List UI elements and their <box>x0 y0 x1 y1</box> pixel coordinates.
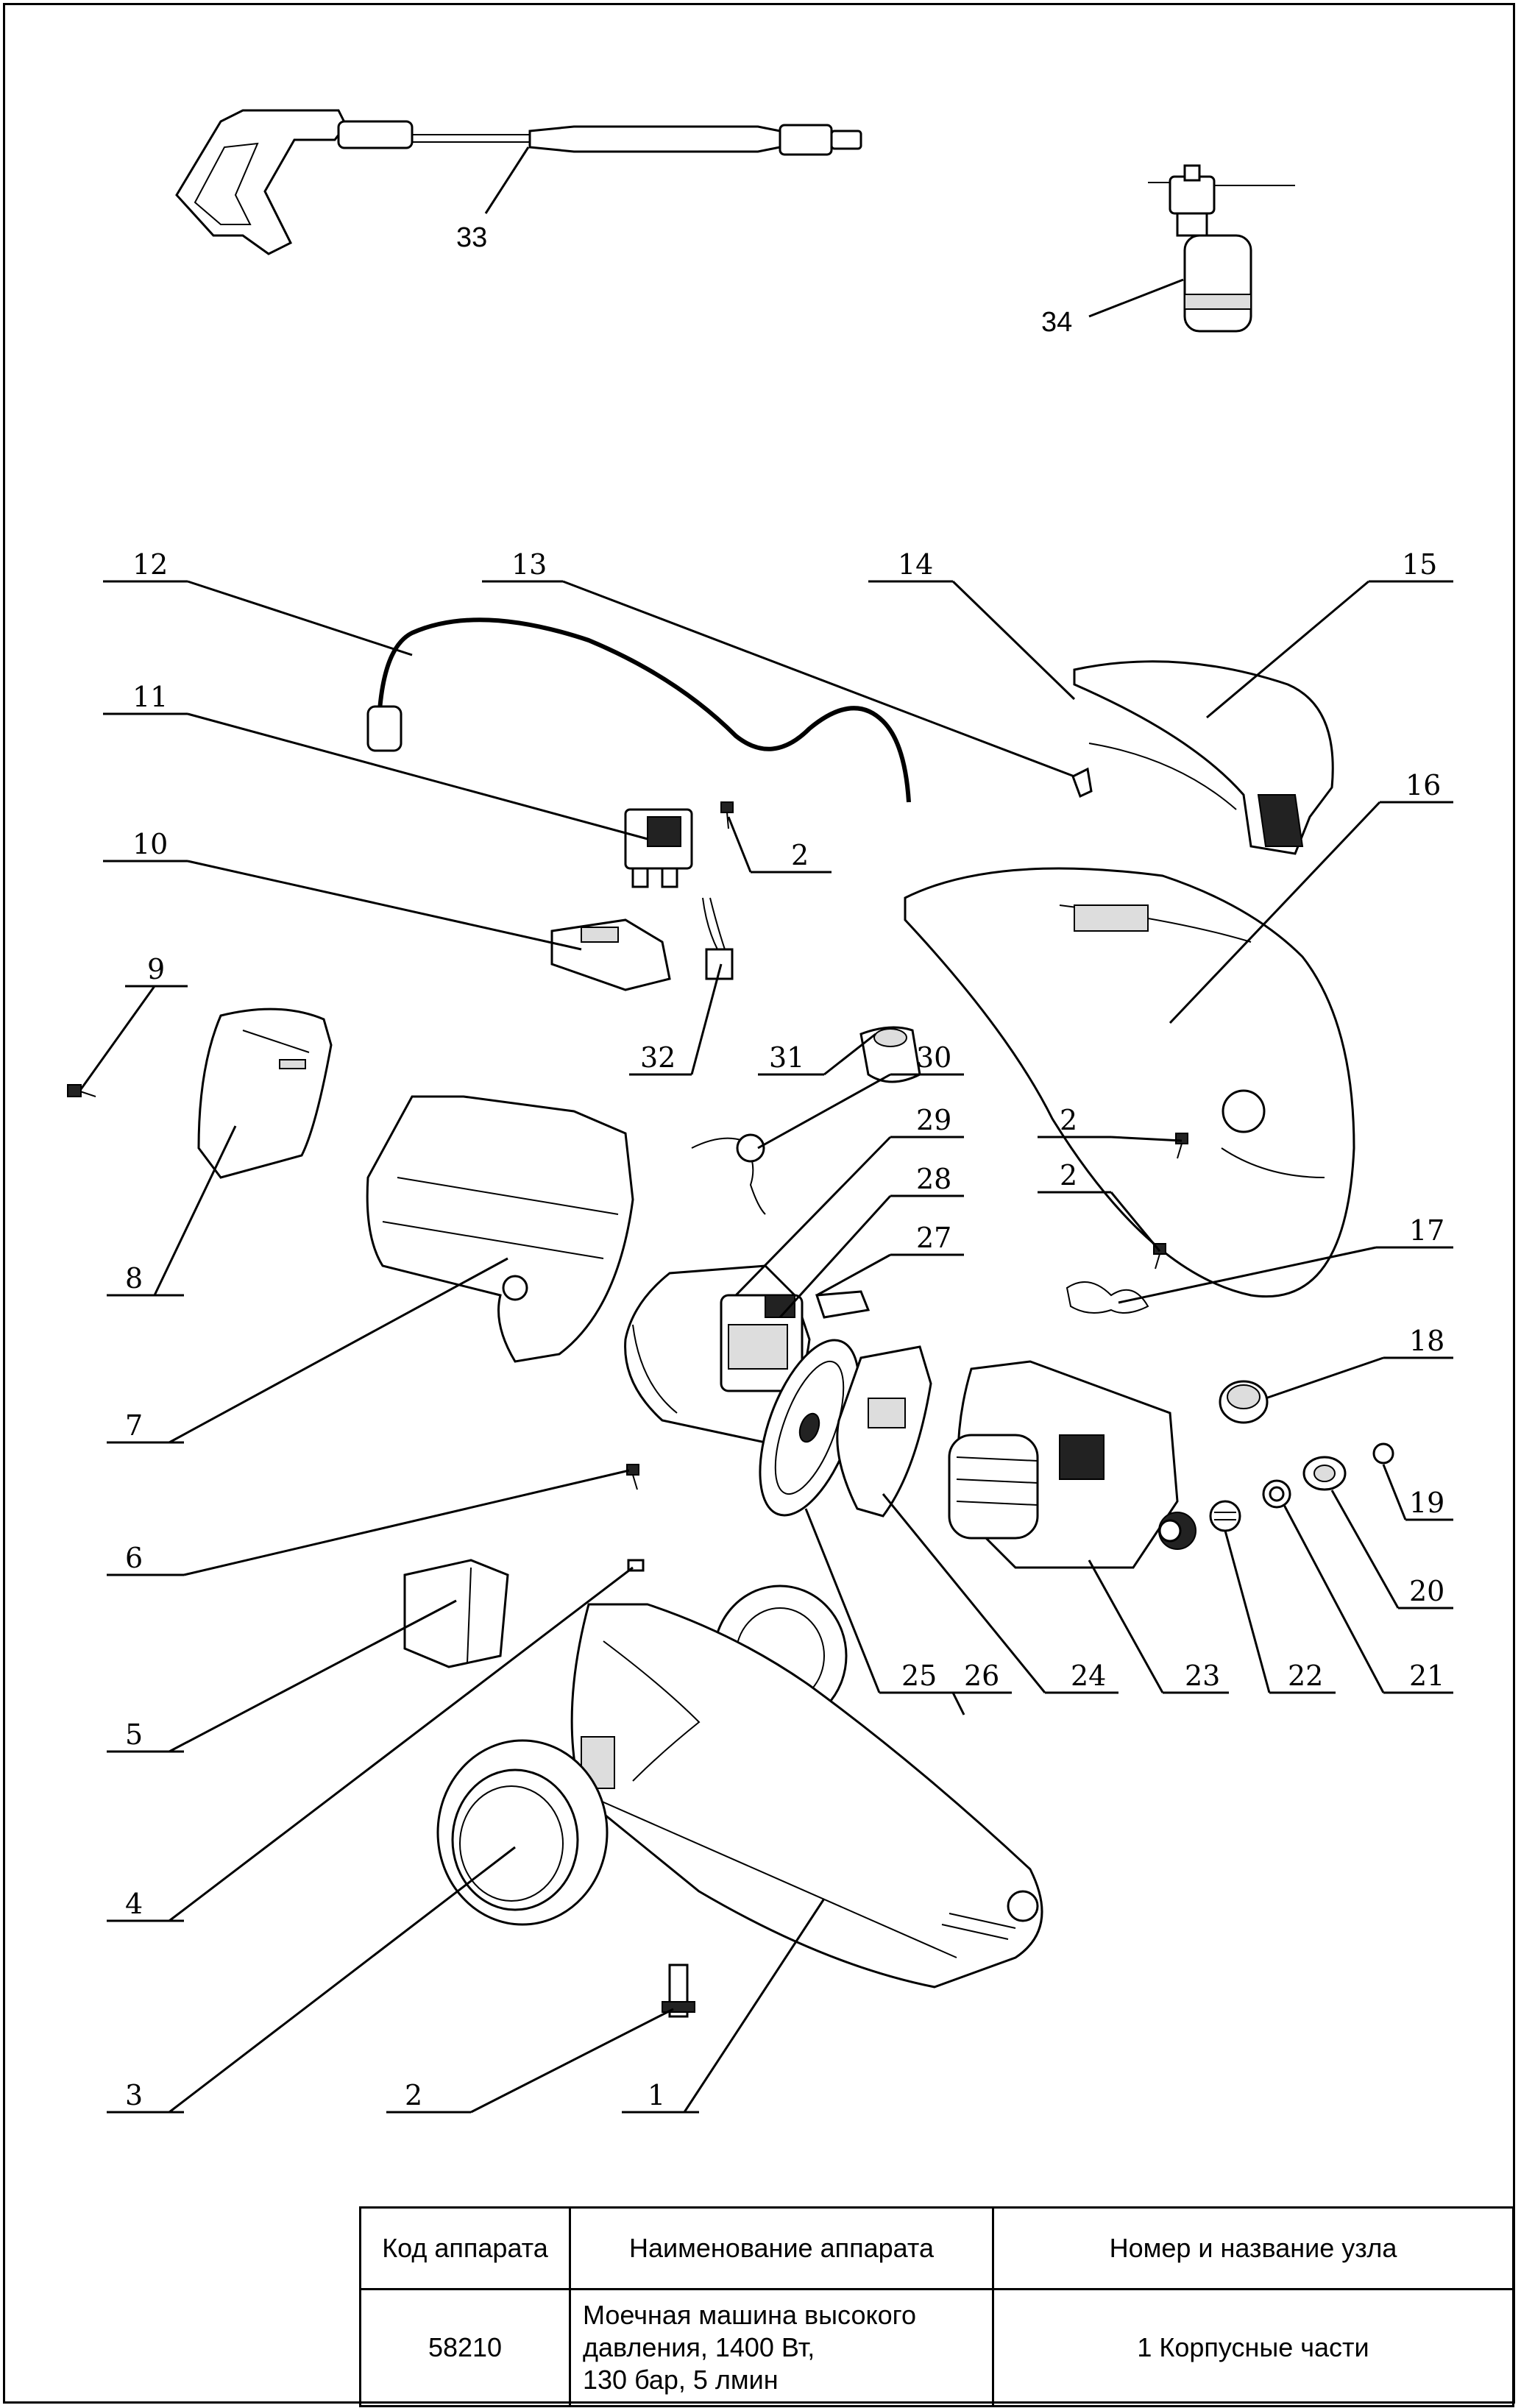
base-housing-part-1 <box>570 1584 1043 1989</box>
device-code: 58210 <box>359 2288 571 2407</box>
title-block-table: Код аппарата Наименование аппарата Номер… <box>359 2206 1514 2407</box>
foam-bottle-part-34 <box>1088 164 1295 333</box>
leader-lines <box>79 580 1453 2114</box>
fitting-part-20 <box>1302 1456 1347 1491</box>
switch-part-11 <box>624 808 693 888</box>
wheel-part-3 <box>436 1739 609 1926</box>
callout-28: 28 <box>916 1163 951 1195</box>
motor-part-28 <box>624 1264 811 1444</box>
callout-19: 19 <box>1409 1487 1444 1519</box>
ring-part-19 <box>1372 1442 1394 1465</box>
air-guide-part-24 <box>836 1345 932 1518</box>
callout-2-right-a: 2 <box>1060 1104 1077 1136</box>
wire-clip-part-30 <box>691 1133 766 1215</box>
callout-22: 22 <box>1288 1660 1323 1692</box>
motor-housing-part-7 <box>366 1095 634 1363</box>
callout-20: 20 <box>1409 1575 1444 1607</box>
fan-part-25 <box>759 1290 871 1517</box>
callout-14: 14 <box>898 548 933 581</box>
callout-18: 18 <box>1409 1325 1444 1357</box>
callout-34: 34 <box>1041 307 1072 338</box>
callout-13: 13 <box>511 548 547 581</box>
callout-2-right-b: 2 <box>1060 1159 1077 1191</box>
switch-box-part-10 <box>550 918 671 991</box>
callout-23: 23 <box>1185 1660 1220 1692</box>
callout-32: 32 <box>640 1041 676 1074</box>
callout-8: 8 <box>125 1262 143 1295</box>
callout-5: 5 <box>125 1718 143 1751</box>
grommet-part-31 <box>859 1026 921 1083</box>
callout-12: 12 <box>132 548 168 581</box>
handle-part-15 <box>1071 660 1334 855</box>
spring-clip-part-17 <box>1066 1281 1149 1314</box>
callout-25: 25 <box>901 1660 937 1692</box>
device-name-line-3: 130 бар, 5 лмин <box>583 2365 779 2395</box>
pump-part-23 <box>948 1360 1196 1569</box>
hose-holder-part-5 <box>403 1559 509 1668</box>
screw-part-2 <box>662 1963 695 2018</box>
callout-7: 7 <box>125 1409 143 1442</box>
callout-29: 29 <box>916 1104 951 1136</box>
washer-part-21 <box>1262 1479 1291 1509</box>
device-name-line-2: давления, 1400 Вт, <box>583 2332 815 2362</box>
top-housing-part-16 <box>904 867 1355 1297</box>
power-cord-part-12 <box>366 617 911 803</box>
callout-24: 24 <box>1071 1660 1106 1692</box>
callout-3: 3 <box>125 2079 143 2111</box>
capacitor-part-32 <box>702 897 734 980</box>
header-device-code: Код аппарата <box>359 2206 571 2290</box>
device-name: Моечная машина высокого давления, 1400 В… <box>569 2288 994 2407</box>
title-block-header-row: Код аппарата Наименование аппарата Номер… <box>359 2206 1514 2290</box>
callout-9: 9 <box>147 953 165 985</box>
callout-2-top: 2 <box>791 839 809 871</box>
header-device-name: Наименование аппарата <box>569 2206 994 2290</box>
seal-part-18 <box>1219 1380 1269 1424</box>
callout-1: 1 <box>648 2079 665 2111</box>
callout-15: 15 <box>1402 548 1437 581</box>
callout-31: 31 <box>769 1041 804 1074</box>
callout-26: 26 <box>964 1660 999 1692</box>
callout-33: 33 <box>456 222 487 253</box>
device-name-line-1: Моечная машина высокого <box>583 2300 917 2330</box>
callout-30: 30 <box>916 1041 951 1074</box>
title-block-data-row: 58210 Моечная машина высокого давления, … <box>359 2288 1514 2407</box>
callout-6: 6 <box>125 1542 143 1574</box>
screw-part-6 <box>626 1464 639 1490</box>
assembly-name: 1 Корпусные части <box>992 2288 1514 2407</box>
callout-10: 10 <box>132 828 168 860</box>
callout-11: 11 <box>132 681 168 713</box>
callout-21: 21 <box>1409 1660 1444 1692</box>
filter-part-22 <box>1209 1500 1241 1532</box>
callout-16: 16 <box>1405 769 1441 801</box>
spray-gun-part-33 <box>175 109 862 255</box>
callout-2-bottom: 2 <box>405 2079 422 2111</box>
callout-17: 17 <box>1409 1214 1444 1247</box>
callout-4: 4 <box>125 1888 143 1920</box>
callout-labels: 33 34 12 13 14 15 11 2 10 16 9 32 31 30 … <box>125 222 1444 2111</box>
header-assembly: Номер и название узла <box>992 2206 1514 2290</box>
rear-cover-part-8 <box>67 1008 333 1179</box>
callout-27: 27 <box>916 1222 951 1254</box>
